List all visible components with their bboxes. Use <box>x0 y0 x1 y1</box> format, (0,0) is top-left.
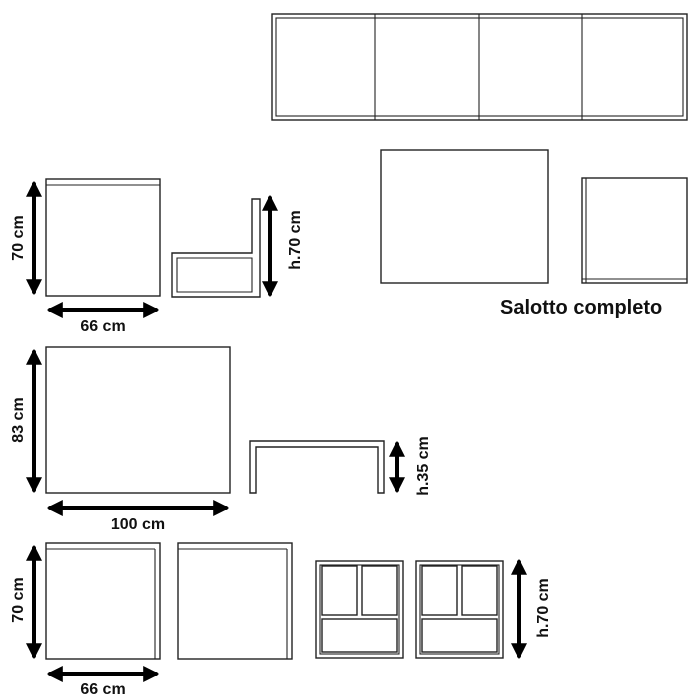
table-width-label: 100 cm <box>111 516 165 533</box>
armchair-depth-label: 70 cm <box>10 215 27 260</box>
chair-top-view-1 <box>45 542 161 660</box>
chair-top-view-2 <box>177 542 293 660</box>
complete-set-chair <box>581 177 688 284</box>
armchair-width-label: 66 cm <box>80 318 125 335</box>
table-height-label: h.35 cm <box>415 436 432 496</box>
chair-width-label: 66 cm <box>80 681 125 698</box>
table-top-view <box>45 346 231 494</box>
armchair-height-label: h.70 cm <box>287 210 304 270</box>
armchair-side-view <box>171 198 261 298</box>
table-side-view <box>249 440 385 494</box>
chair-height-label: h.70 cm <box>535 578 552 638</box>
chair-front-view-1 <box>315 560 404 659</box>
table-depth-label: 83 cm <box>10 397 27 442</box>
chair-front-view-2 <box>415 560 504 659</box>
sofa-top-view <box>271 13 688 121</box>
complete-set-table <box>380 149 549 284</box>
chair-depth-label: 70 cm <box>10 577 27 622</box>
armchair-top-view <box>45 178 161 297</box>
title: Salotto completo <box>500 297 662 319</box>
